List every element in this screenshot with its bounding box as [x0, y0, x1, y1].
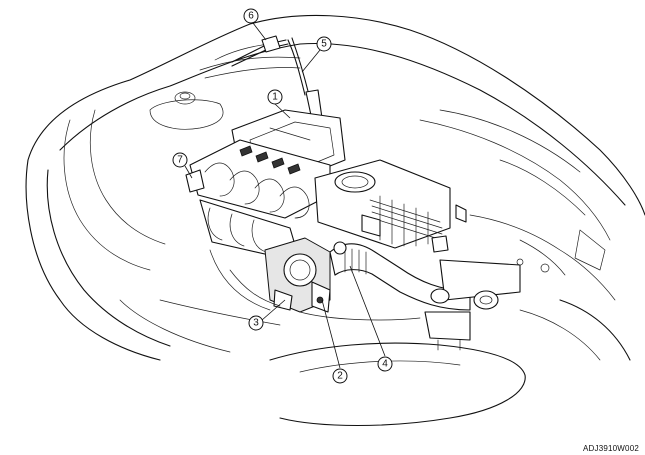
callout-7-label: 7 [177, 155, 183, 166]
callout-1: 1 [267, 89, 283, 105]
callout-5-label: 5 [321, 39, 327, 50]
callout-4: 4 [377, 356, 393, 372]
callout-6: 6 [243, 8, 259, 24]
callout-1-label: 1 [272, 92, 278, 103]
callouts: 1 2 3 4 5 6 [172, 8, 393, 384]
callout-5: 5 [316, 36, 332, 52]
callout-4-label: 4 [382, 359, 388, 370]
throttle-body-assembly [199, 199, 521, 351]
intake-assembly [185, 109, 467, 253]
callout-6-label: 6 [248, 11, 254, 22]
callout-2: 2 [332, 368, 348, 384]
callout-2-label: 2 [337, 371, 343, 382]
figure-code: ADJ3910W002 [582, 444, 639, 453]
callout-3-label: 3 [253, 318, 259, 329]
callout-3: 3 [248, 315, 264, 331]
accelerator-cable-assembly [231, 35, 323, 133]
callout-7: 7 [172, 152, 188, 168]
